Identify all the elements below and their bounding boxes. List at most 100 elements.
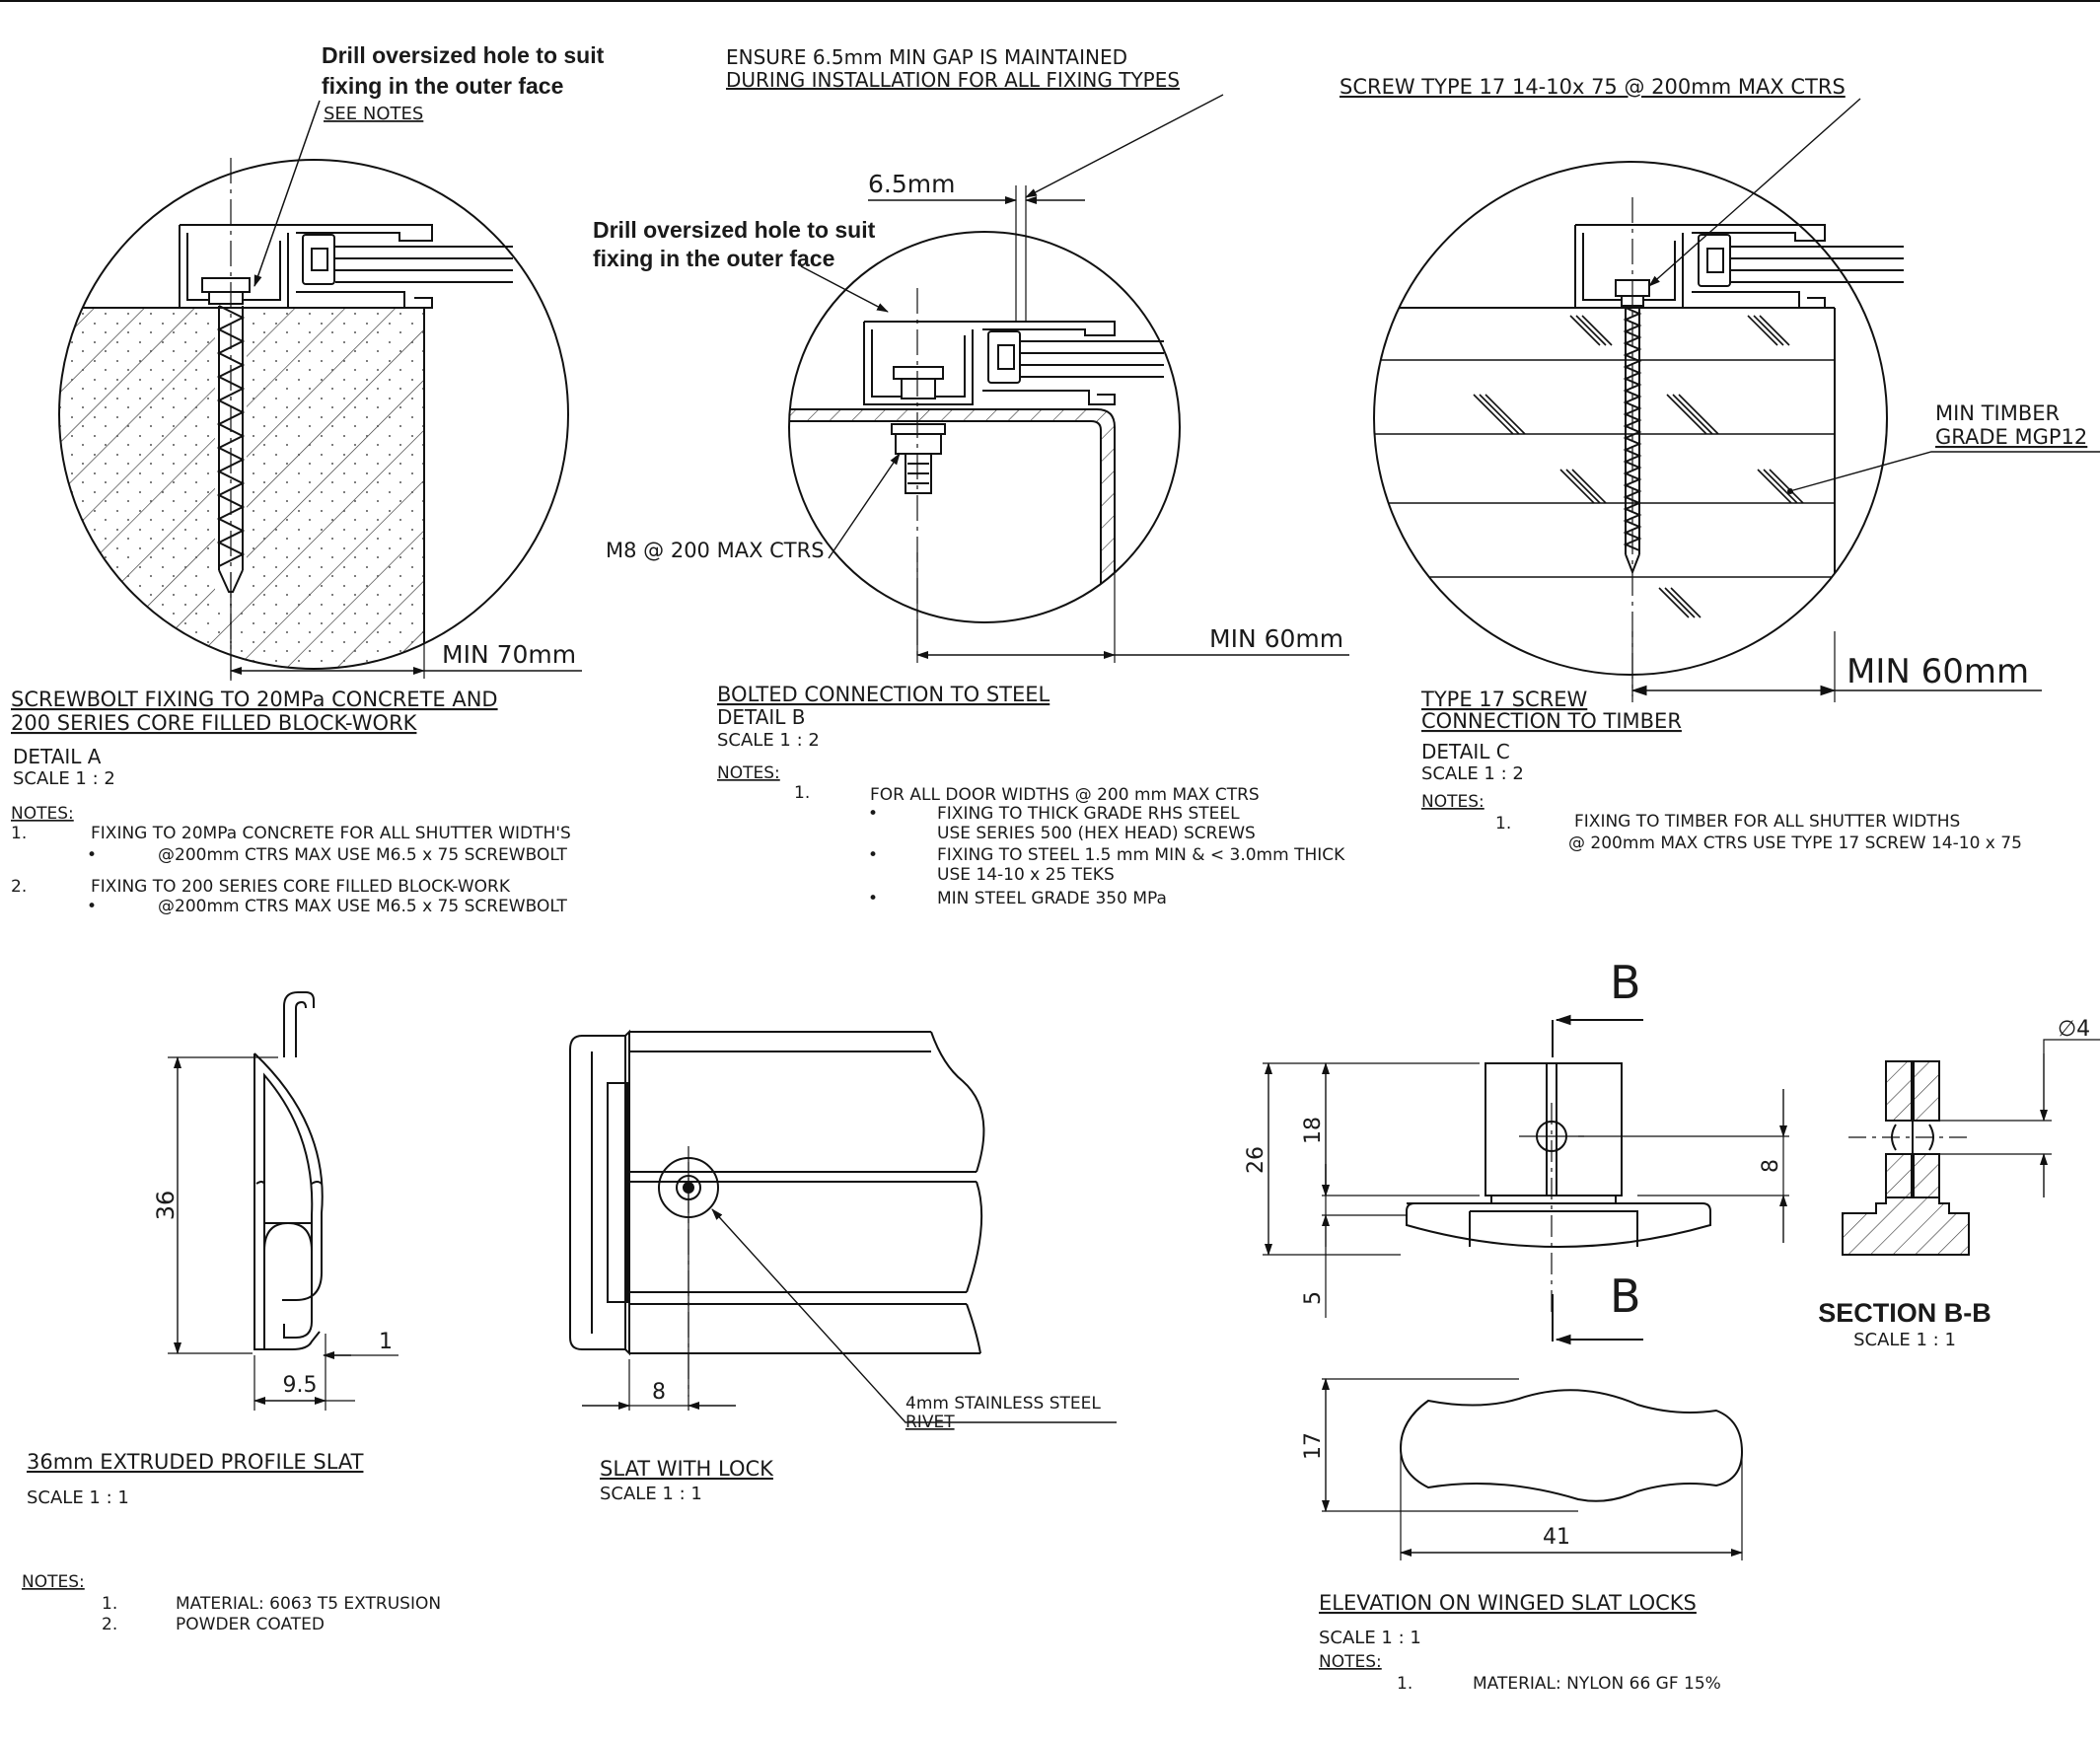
detail-b-bullet3: • <box>868 889 878 908</box>
detail-b-notes-label: NOTES: <box>717 763 780 783</box>
winged-lock-dim-18: 18 <box>1301 1117 1326 1144</box>
detail-b-detail: DETAIL B <box>717 705 806 729</box>
detail-b-bullet3-l1: MIN STEEL GRADE 350 MPa <box>937 889 1167 908</box>
winged-lock-plan <box>1399 1389 1744 1502</box>
detail-a-note2-bullet: • <box>87 897 97 916</box>
slat-profile-dim-width: 9.5 <box>283 1373 318 1398</box>
detail-b-gap-line1: ENSURE 6.5mm MIN GAP IS MAINTAINED <box>726 45 1127 69</box>
detail-c-title-line2: CONNECTION TO TIMBER <box>1421 709 1682 733</box>
detail-a-scale: SCALE 1 : 2 <box>13 768 115 789</box>
section-b-b-shape <box>1842 1060 1970 1256</box>
detail-c-detail: DETAIL C <box>1421 740 1510 763</box>
detail-b-note-head: FOR ALL DOOR WIDTHS @ 200 mm MAX CTRS <box>870 785 1260 805</box>
steel-section <box>789 408 1116 622</box>
winged-lock-dim-26: 26 <box>1244 1146 1268 1174</box>
detail-b-bolt-label: M8 @ 200 MAX CTRS <box>606 539 825 562</box>
slat-with-lock-shape <box>569 1029 985 1356</box>
detail-b-callout-line2: fixing in the outer face <box>593 246 834 271</box>
section-letter-top: B <box>1610 956 1641 1009</box>
winged-lock-title: ELEVATION ON WINGED SLAT LOCKS <box>1319 1591 1697 1615</box>
detail-b-note-num: 1. <box>794 783 810 803</box>
slat-profile-shape <box>253 991 324 1350</box>
detail-c-timber-line1: MIN TIMBER <box>1935 401 2060 425</box>
winged-slat-lock: B B 26 18 5 <box>1244 956 2100 1694</box>
detail-b-bullet1-l2: USE SERIES 500 (HEX HEAD) SCREWS <box>937 824 1256 843</box>
slat-lock-rivet-line2: RIVET <box>905 1413 955 1432</box>
detail-a-title-line1: SCREWBOLT FIXING TO 20MPa CONCRETE AND <box>11 688 498 711</box>
detail-b-bullet1: • <box>868 804 878 824</box>
detail-c-screw-label: SCREW TYPE 17 14-10x 75 @ 200mm MAX CTRS <box>1340 75 1846 99</box>
detail-c-title-line1: TYPE 17 SCREW <box>1420 688 1588 711</box>
slat-with-lock: 8 4mm STAINLESS STEEL RIVET SLAT WITH LO… <box>569 1029 1117 1504</box>
guide-profile-b <box>863 321 1164 405</box>
detail-a-note1-sub: @200mm CTRS MAX USE M6.5 x 75 SCREWBOLT <box>158 845 567 865</box>
detail-a-notes-label: NOTES: <box>11 804 74 824</box>
detail-a-see-notes: SEE NOTES <box>324 104 423 124</box>
slat-lock-title: SLAT WITH LOCK <box>600 1457 774 1481</box>
slat-profile-scale: SCALE 1 : 1 <box>27 1487 129 1508</box>
slat-profile-note1-num: 1. <box>102 1594 117 1614</box>
detail-b: ENSURE 6.5mm MIN GAP IS MAINTAINED DURIN… <box>593 45 1349 908</box>
detail-a-note1-num: 1. <box>11 824 27 843</box>
slat-profile-note2-text: POWDER COATED <box>176 1615 325 1634</box>
winged-lock-note-num: 1. <box>1397 1674 1412 1694</box>
detail-c-note-line1: FIXING TO TIMBER FOR ALL SHUTTER WIDTHS <box>1574 812 1960 832</box>
slat-lock-rivet-line1: 4mm STAINLESS STEEL <box>905 1394 1101 1414</box>
detail-b-dim-gap: 6.5mm <box>868 170 955 198</box>
detail-c-note-line2: @ 200mm MAX CTRS USE TYPE 17 SCREW 14-10… <box>1568 834 2022 853</box>
winged-lock-dim-5: 5 <box>1301 1291 1326 1305</box>
detail-c-circle <box>1373 161 1888 676</box>
guide-profile-a <box>179 224 513 309</box>
detail-a-title-line2: 200 SERIES CORE FILLED BLOCK-WORK <box>11 711 418 735</box>
detail-a-callout-line1: Drill oversized hole to suit <box>322 42 605 68</box>
detail-b-bullet2-l2: USE 14-10 x 25 TEKS <box>937 865 1115 885</box>
detail-a-note1-text: FIXING TO 20MPa CONCRETE FOR ALL SHUTTER… <box>91 824 571 843</box>
slat-lock-dim-offset: 8 <box>652 1380 666 1405</box>
detail-c-dim-min: MIN 60mm <box>1847 652 2029 691</box>
winged-lock-note-text: MATERIAL: NYLON 66 GF 15% <box>1473 1674 1721 1694</box>
detail-b-bullet1-l1: FIXING TO THICK GRADE RHS STEEL <box>937 804 1240 824</box>
detail-b-dim-min: MIN 60mm <box>1209 624 1343 653</box>
winged-lock-notes-label: NOTES: <box>1319 1652 1382 1672</box>
detail-b-callout-line1: Drill oversized hole to suit <box>593 217 876 243</box>
winged-lock-dim-17: 17 <box>1301 1432 1326 1460</box>
detail-c-note-num: 1. <box>1495 814 1511 834</box>
detail-b-gap-line2: DURING INSTALLATION FOR ALL FIXING TYPES <box>726 68 1180 92</box>
detail-c-circle-content <box>1374 307 1887 675</box>
timber-section <box>1374 307 1836 675</box>
slat-profile-dim-thick: 1 <box>379 1330 393 1354</box>
detail-a-note2-num: 2. <box>11 877 27 897</box>
detail-a-note1-bullet: • <box>87 845 97 865</box>
section-b-b-title: SECTION B-B <box>1818 1298 1991 1328</box>
slat-lock-scale: SCALE 1 : 1 <box>600 1484 702 1504</box>
section-b-b-scale: SCALE 1 : 1 <box>1853 1330 1956 1350</box>
detail-a-callout-line2: fixing in the outer face <box>322 73 563 99</box>
slat-profile-dim-height: 36 <box>152 1191 180 1221</box>
slat-profile: 36 9.5 1 36mm EXTRUDED PROFILE SLAT SCAL… <box>22 991 441 1634</box>
winged-lock-dim-dia: ∅4 <box>2058 1017 2090 1042</box>
detail-b-title: BOLTED CONNECTION TO STEEL <box>717 683 1050 706</box>
detail-b-circle <box>788 231 1181 623</box>
detail-a-dim-min: MIN 70mm <box>442 640 576 669</box>
winged-lock-dim-41: 41 <box>1543 1525 1570 1550</box>
detail-b-bullet2-l1: FIXING TO STEEL 1.5 mm MIN & < 3.0mm THI… <box>937 845 1345 865</box>
section-letter-bottom: B <box>1610 1269 1641 1323</box>
detail-c: SCREW TYPE 17 14-10x 75 @ 200mm MAX CTRS… <box>1340 75 2100 853</box>
slat-profile-note2-num: 2. <box>102 1615 117 1634</box>
winged-lock-dim-8: 8 <box>1759 1159 1783 1173</box>
detail-a-note2-text: FIXING TO 200 SERIES CORE FILLED BLOCK-W… <box>91 877 511 897</box>
detail-b-scale: SCALE 1 : 2 <box>717 730 820 751</box>
detail-b-bullet2: • <box>868 845 878 865</box>
detail-c-notes-label: NOTES: <box>1421 792 1484 812</box>
winged-lock-scale: SCALE 1 : 1 <box>1319 1628 1421 1648</box>
detail-a-note2-sub: @200mm CTRS MAX USE M6.5 x 75 SCREWBOLT <box>158 897 567 916</box>
slat-profile-title: 36mm EXTRUDED PROFILE SLAT <box>27 1450 364 1474</box>
detail-b-circle-content <box>789 408 1116 622</box>
detail-a: Drill oversized hole to suit fixing in t… <box>11 42 605 916</box>
detail-c-timber-line2: GRADE MGP12 <box>1935 425 2087 449</box>
slat-profile-note1-text: MATERIAL: 6063 T5 EXTRUSION <box>176 1594 441 1614</box>
detail-c-scale: SCALE 1 : 2 <box>1421 763 1524 784</box>
winged-lock-elevation <box>1406 1062 1711 1248</box>
detail-a-detail: DETAIL A <box>13 745 102 768</box>
